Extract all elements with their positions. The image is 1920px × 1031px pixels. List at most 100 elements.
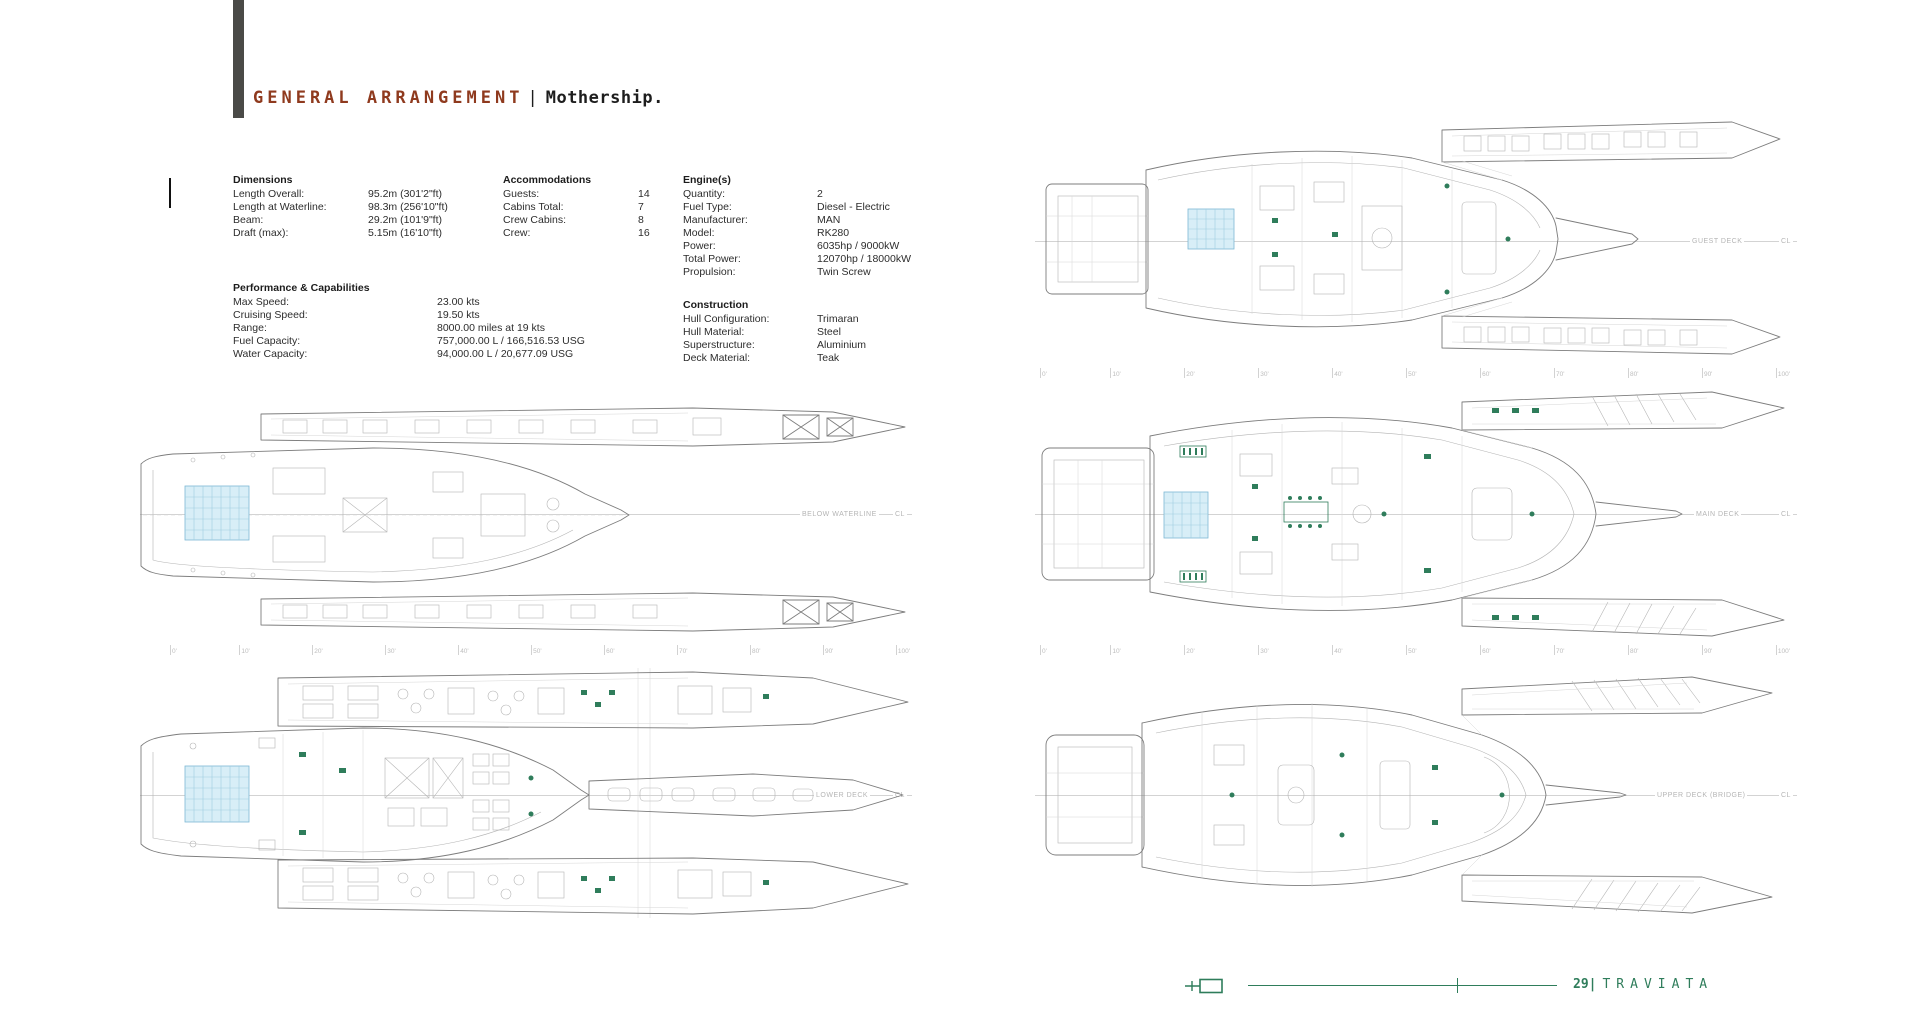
- footer-text: 29| TRAVIATA: [1573, 977, 1713, 992]
- starboard-ama-guest: [1441, 297, 1781, 355]
- guest-deck-cl: CL: [1779, 237, 1793, 246]
- footer-rule-tick: [1457, 978, 1459, 993]
- spec-row: Manufacturer:MAN: [683, 214, 841, 226]
- engines-block: Engine(s) Quantity:2 Fuel Type:Diesel - …: [683, 174, 911, 279]
- ruler-tick-label: 0': [1040, 368, 1047, 378]
- centerline-main-deck: [1035, 514, 1797, 515]
- ruler-tick-label: 0': [1040, 645, 1047, 655]
- ruler-tick-label: 0': [170, 645, 177, 655]
- ruler-tick-label: 100': [1775, 368, 1790, 378]
- main-deck-body: [1149, 417, 1683, 611]
- spec-row: Cabins Total:7: [503, 201, 644, 213]
- title-subtitle: Mothership.: [545, 88, 664, 108]
- spec-row: Length at Waterline:98.3m (256'10"ft): [233, 201, 448, 213]
- guest-deck-drawing: [1045, 121, 1781, 355]
- ruler-tick-label: 80': [1628, 368, 1638, 378]
- title-separator: |: [527, 88, 538, 108]
- spec-row: Hull Material:Steel: [683, 326, 841, 338]
- ruler-tick-label: 30': [385, 645, 396, 655]
- guest-deck-label: GUEST DECK: [1690, 237, 1745, 246]
- ruler-tick-label: 60': [604, 645, 615, 655]
- port-wing-main: [1461, 391, 1785, 449]
- spec-row: Hull Configuration:Trimaran: [683, 313, 859, 325]
- ruler-tick-label: 60': [1480, 368, 1491, 378]
- center-superstructure: [1145, 150, 1639, 328]
- scale-ruler-right-mid: 0'10'20'30'40'50'60'70'80'90'100': [1040, 645, 1790, 655]
- spec-row: Range:8000.00 miles at 19 kts: [233, 322, 545, 334]
- port-hull-lower: [277, 671, 909, 729]
- ruler-tick-label: 70': [677, 645, 688, 655]
- port-ama: [260, 407, 906, 447]
- stern-block: [1045, 734, 1145, 856]
- ruler-tick-label: 80': [1628, 645, 1638, 655]
- spec-row: Draft (max):5.15m (16'10"ft): [233, 227, 443, 239]
- ruler-tick-label: 50': [1406, 645, 1417, 655]
- below-waterline-label: BELOW WATERLINE: [800, 510, 879, 519]
- footer-separator: |: [1588, 977, 1597, 992]
- ruler-tick-label: 30': [1258, 645, 1269, 655]
- upper-deck-drawing: [1045, 676, 1773, 914]
- starboard-wing-main: [1461, 579, 1785, 637]
- upper-deck-label: UPPER DECK (BRIDGE): [1655, 791, 1748, 800]
- spec-row: Crew Cabins:8: [503, 214, 644, 226]
- accommodations-block: Accommodations Guests:14 Cabins Total:7 …: [503, 174, 650, 240]
- page-title: GENERAL ARRANGEMENT| Mothership.: [253, 88, 664, 108]
- pool: [184, 485, 250, 541]
- ruler-tick-label: 80': [750, 645, 760, 655]
- ruler-tick-label: 10': [239, 645, 250, 655]
- centerline-below-waterline: [140, 514, 912, 515]
- stern-block: [1041, 447, 1155, 581]
- scale-marker-icon: [1185, 978, 1223, 994]
- footer-rule: [1248, 985, 1557, 987]
- pool: [1163, 491, 1209, 539]
- lower-deck-label: LOWER DECK: [814, 791, 871, 800]
- ruler-tick-label: 50': [1406, 368, 1417, 378]
- ruler-tick-label: 20': [1184, 368, 1195, 378]
- spec-row: Length Overall:95.2m (301'2"ft): [233, 188, 443, 200]
- centerline-lower-deck: [140, 795, 912, 796]
- spec-row: Power:6035hp / 9000kW: [683, 240, 900, 252]
- ruler-tick-label: 100': [1775, 645, 1790, 655]
- spec-row: Max Speed:23.00 kts: [233, 296, 480, 308]
- scale-ruler-right-top: 0'10'20'30'40'50'60'70'80'90'100': [1040, 368, 1790, 378]
- spec-row: Beam:29.2m (101'9"ft): [233, 214, 443, 226]
- dimensions-block: Dimensions Length Overall:95.2m (301'2"f…: [233, 174, 448, 240]
- spec-row: Propulsion:Twin Screw: [683, 266, 871, 278]
- title-main: GENERAL ARRANGEMENT: [253, 88, 524, 108]
- spec-row: Cruising Speed:19.50 kts: [233, 309, 480, 321]
- ruler-tick-label: 20': [1184, 645, 1195, 655]
- ruler-tick-label: 50': [531, 645, 542, 655]
- ruler-tick-label: 40': [1332, 368, 1343, 378]
- spec-row: Quantity:2: [683, 188, 823, 200]
- spec-row: Superstructure:Aluminium: [683, 339, 867, 351]
- ruler-tick-label: 10': [1110, 368, 1121, 378]
- center-hull-below-waterline: [140, 447, 630, 583]
- center-hull-extension: [588, 773, 904, 817]
- center-hull-lower: [140, 727, 590, 863]
- stern-block: [1045, 183, 1149, 295]
- starboard-wing-upper: [1461, 854, 1773, 914]
- ruler-tick-label: 60': [1480, 645, 1491, 655]
- starboard-hull-lower: [277, 857, 909, 915]
- ruler-tick-label: 70': [1554, 645, 1565, 655]
- spec-row: Guests:14: [503, 188, 650, 200]
- port-ama-guest: [1441, 121, 1781, 181]
- ruler-tick-label: 40': [458, 645, 469, 655]
- main-deck-label: MAIN DECK: [1694, 510, 1742, 519]
- starboard-ama: [260, 592, 906, 632]
- engines-heading: Engine(s): [683, 174, 731, 186]
- specs-accent-tick: [169, 178, 171, 208]
- centerline-upper-deck: [1035, 795, 1797, 796]
- scale-ruler-left: 0'10'20'30'40'50'60'70'80'90'100': [170, 645, 910, 655]
- ruler-tick-label: 70': [1554, 368, 1565, 378]
- brand-name: TRAVIATA: [1602, 977, 1714, 992]
- ruler-tick-label: 20': [312, 645, 323, 655]
- below-waterline-drawing: [140, 407, 906, 632]
- main-deck-drawing: [1041, 391, 1785, 637]
- lower-deck-drawing: [140, 668, 909, 918]
- page-number: 29: [1573, 977, 1589, 992]
- ruler-tick-label: 30': [1258, 368, 1269, 378]
- ruler-tick-label: 100': [895, 645, 910, 655]
- dimensions-heading: Dimensions: [233, 174, 293, 186]
